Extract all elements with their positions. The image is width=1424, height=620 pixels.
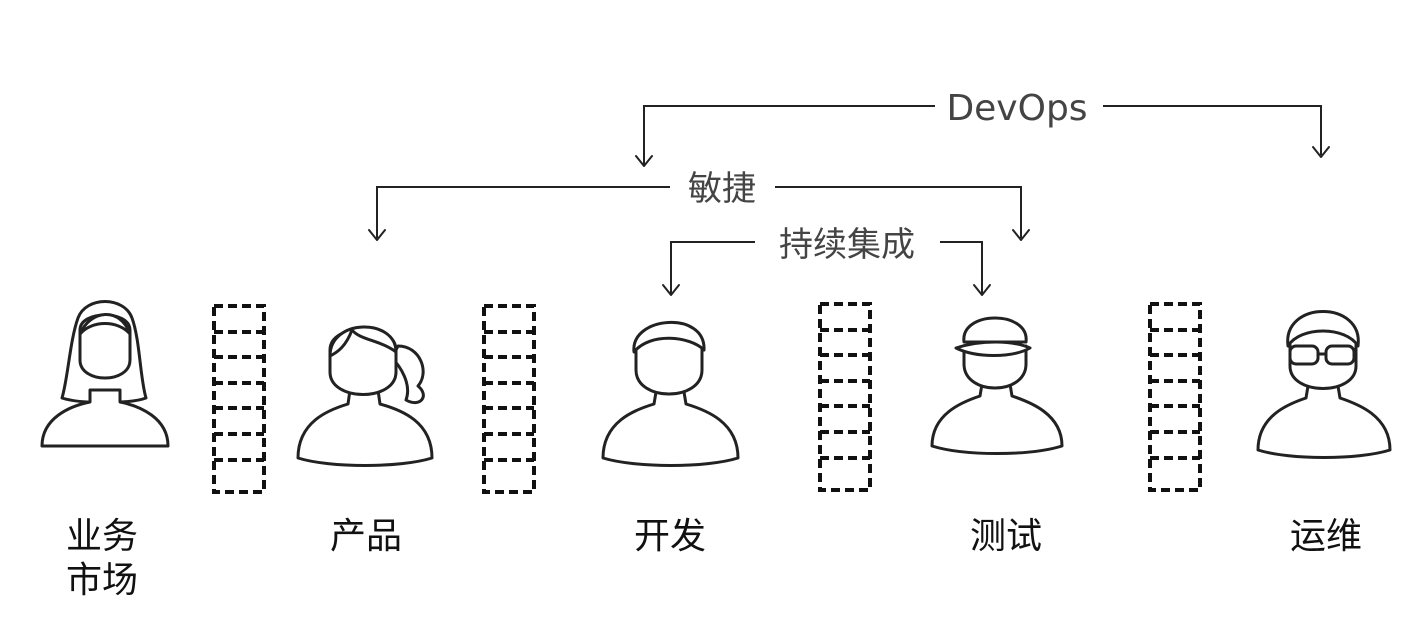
woman-ponytail-icon bbox=[296, 325, 434, 467]
queue-business-product bbox=[212, 304, 266, 494]
role-label-ops: 运维 bbox=[1290, 516, 1362, 557]
devops-bracket: DevOps bbox=[635, 88, 1330, 167]
ci-bracket: 持续集成 bbox=[662, 225, 991, 296]
man-glasses-icon bbox=[1256, 310, 1392, 459]
role-label-business-line1: 业务 bbox=[66, 516, 138, 557]
queue-test-ops bbox=[1148, 302, 1202, 492]
devops-label: DevOps bbox=[946, 88, 1087, 129]
agile-label: 敏捷 bbox=[688, 169, 756, 209]
ci-label: 持续集成 bbox=[779, 225, 915, 265]
man-cap-icon bbox=[930, 316, 1064, 455]
queue-product-dev bbox=[482, 304, 536, 494]
queue-dev-test bbox=[818, 302, 872, 492]
role-label-product: 产品 bbox=[330, 516, 402, 557]
agile-bracket: 敏捷 bbox=[368, 169, 1030, 241]
role-label-test: 测试 bbox=[970, 516, 1042, 557]
man-short-hair-icon bbox=[601, 320, 740, 467]
role-label-dev: 开发 bbox=[634, 516, 706, 557]
role-label-business-line2: 市场 bbox=[66, 560, 138, 601]
woman-long-hair-icon bbox=[40, 300, 170, 448]
